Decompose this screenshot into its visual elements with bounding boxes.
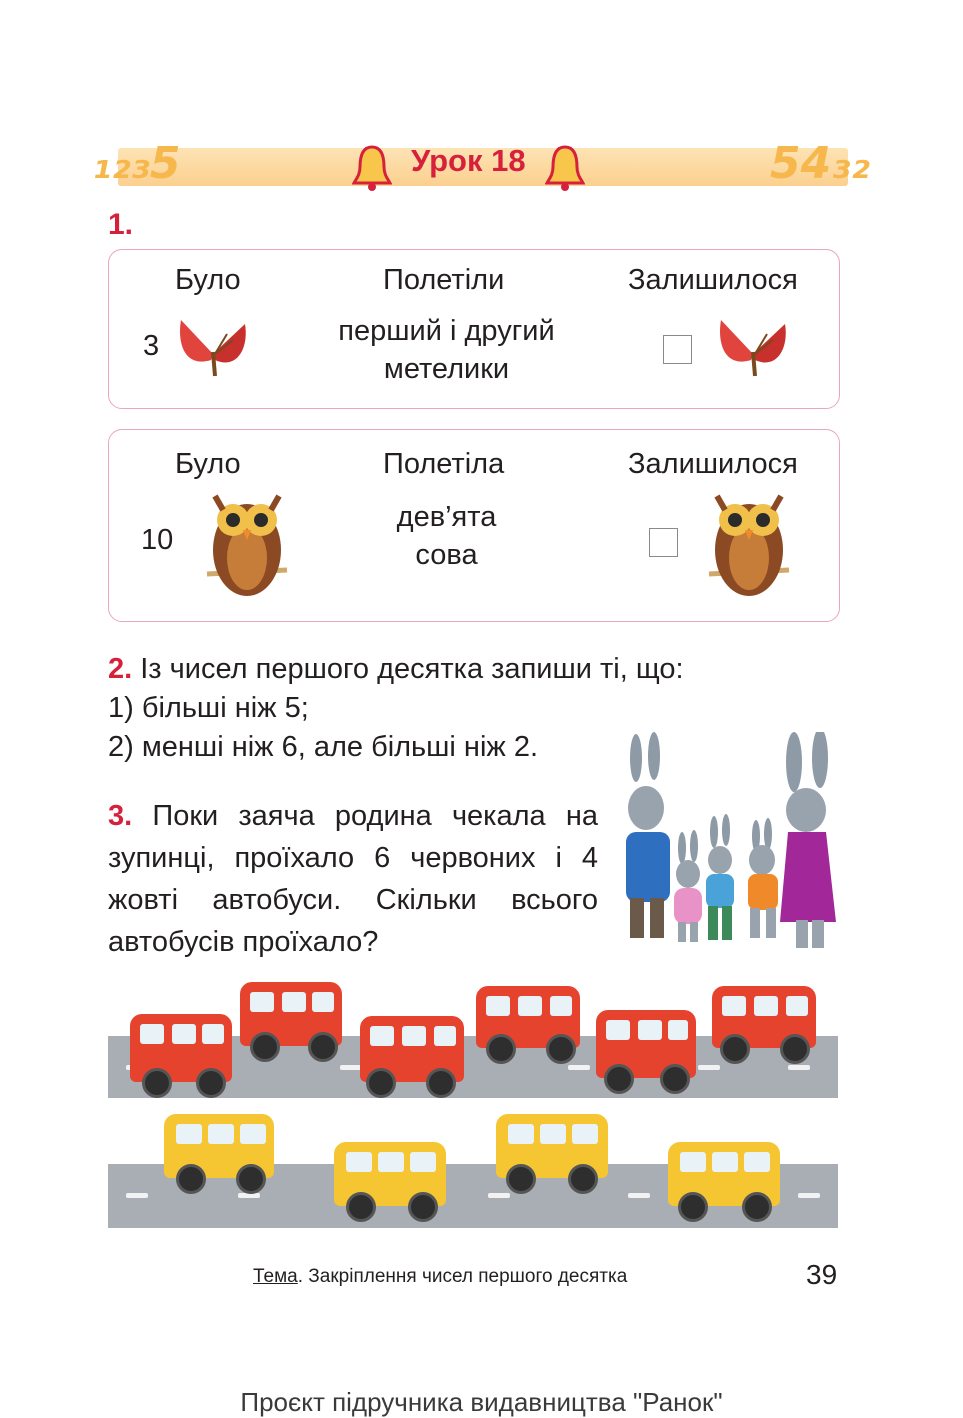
topic-label: Тема — [253, 1266, 298, 1287]
task-3-text: Поки заяча родина чекала на зупинці, про… — [108, 800, 598, 958]
task-2-item-2: 2) менші ніж 6, але більші ніж 2. — [108, 731, 539, 763]
task-2-item-1: 1) більші ніж 5; — [108, 692, 309, 724]
topic-text: . Закріплення чисел першого десятка — [297, 1266, 628, 1287]
bell-icon — [545, 145, 585, 191]
task-2-number: 2. — [108, 653, 133, 685]
flew-line-1: дев’ята — [396, 501, 497, 533]
rabbit-mother — [780, 732, 836, 948]
page-number: 39 — [806, 1259, 838, 1290]
butterfly-icon — [180, 320, 246, 377]
rabbit-father — [626, 732, 670, 938]
was-count: 10 — [141, 524, 174, 556]
lesson-topic: Тема. Закріплення чисел першого десятка — [253, 1266, 627, 1288]
column-flew: Полетіла — [383, 448, 505, 480]
butterfly-icon — [720, 320, 786, 377]
column-left: Залишилося — [628, 448, 798, 480]
owl-icon — [708, 494, 790, 596]
task-3: 3. Поки заяча родина чекала на зупинці, … — [108, 795, 598, 963]
lesson-title: Урок 18 — [411, 143, 526, 178]
column-flew: Полетіли — [383, 264, 505, 296]
lesson-header-band — [118, 148, 848, 186]
task-3-number: 3. — [108, 800, 133, 832]
bell-icon — [352, 145, 392, 191]
answer-box[interactable] — [649, 528, 678, 557]
rabbit-child-2 — [706, 814, 734, 940]
task-2-text: Із чисел першого десятка запиши ті, що: — [140, 653, 684, 685]
publisher-note: Проєкт підручника видавництва "Ранок" — [240, 1387, 723, 1417]
rabbit-child-1 — [674, 830, 702, 942]
column-was: Було — [175, 448, 241, 480]
rabbit-family-illustration — [626, 732, 836, 948]
header-decoration-right: 54₃₂ — [770, 138, 870, 189]
header-decoration-left: ₁₂₃5 — [92, 138, 181, 189]
task-2-line: 2. Із чисел першого десятка запиши ті, щ… — [108, 653, 684, 686]
flew-line-2: сова — [415, 539, 478, 571]
was-count: 3 — [143, 330, 160, 362]
task-1-card-butterflies: Було Полетіли Залишилося 3 перший і друг… — [108, 249, 840, 409]
answer-box[interactable] — [663, 335, 692, 364]
owl-icon — [206, 494, 288, 596]
rabbit-child-3 — [748, 818, 778, 938]
flew-line-1: перший і другий — [338, 315, 555, 347]
column-was: Було — [175, 264, 241, 296]
task-1-card-owls: Було Полетіла Залишилося 10 дев’ята сова — [108, 429, 840, 622]
flew-line-2: метелики — [383, 353, 510, 385]
task-1-number: 1. — [108, 208, 134, 241]
column-left: Залишилося — [628, 264, 798, 296]
